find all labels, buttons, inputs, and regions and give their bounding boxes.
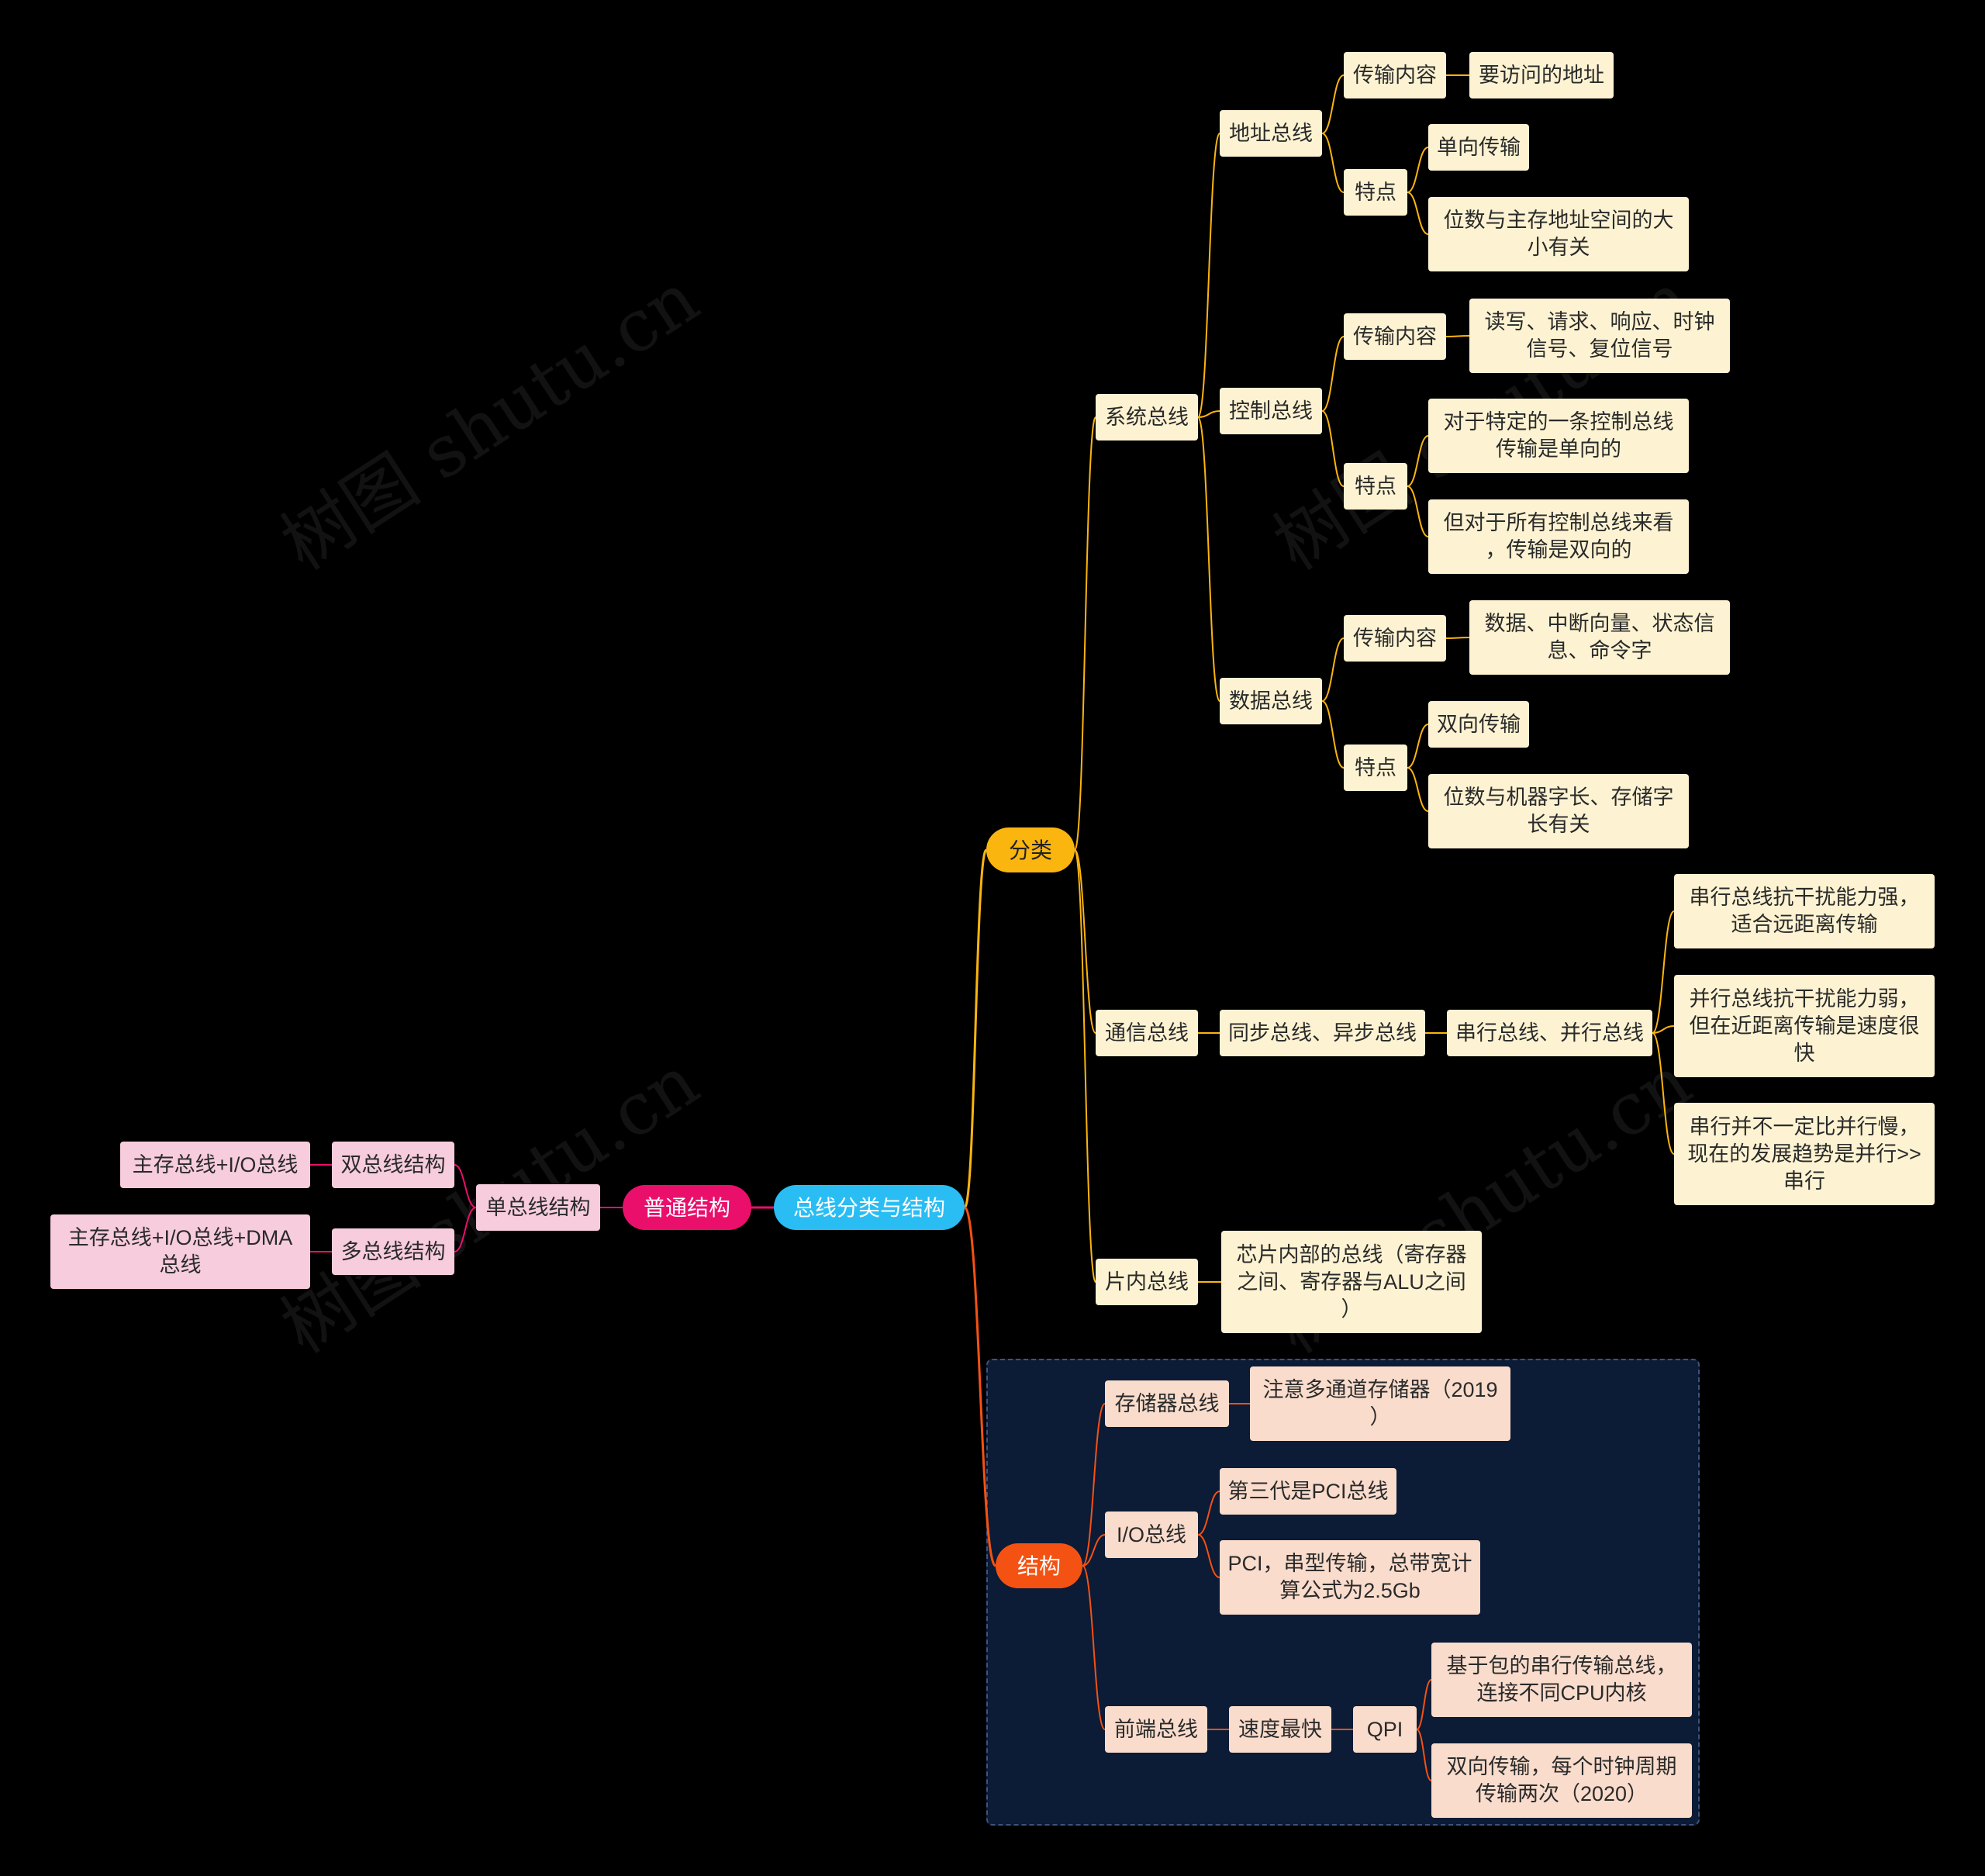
connector-line	[963, 1206, 997, 1567]
data-content-label[interactable]: 传输内容	[1344, 615, 1446, 662]
control-bus-node[interactable]: 控制总线	[1220, 388, 1322, 434]
comm-bus-node[interactable]: 通信总线	[1096, 1010, 1198, 1056]
qpi-node[interactable]: QPI	[1353, 1706, 1417, 1753]
serial-parallel-node[interactable]: 串行总线、并行总线	[1447, 1010, 1652, 1056]
fsb-speed-node[interactable]: 速度最快	[1229, 1706, 1331, 1753]
connector-line	[1407, 724, 1429, 769]
connector-line	[1197, 1534, 1220, 1578]
connector-line	[1197, 416, 1220, 702]
connector-line	[1407, 435, 1429, 487]
comm-note[interactable]: 串行总线抗干扰能力强， 适合远距离传输	[1674, 874, 1935, 948]
comm-note[interactable]: 串行并不一定比并行慢， 现在的发展趋势是并行>> 串行	[1674, 1103, 1935, 1205]
qpi-note[interactable]: 双向传输，每个时钟周期 传输两次（2020）	[1431, 1743, 1692, 1818]
connector-line	[1197, 133, 1220, 418]
control-feature-item[interactable]: 但对于所有控制总线来看 ，传输是双向的	[1428, 499, 1689, 574]
connector-line	[1321, 133, 1345, 193]
connector-line	[1321, 410, 1345, 487]
connector-line	[1407, 147, 1429, 193]
connector-line	[1082, 1565, 1106, 1730]
connector-line	[963, 848, 988, 1209]
fsb-node[interactable]: 前端总线	[1105, 1706, 1207, 1753]
connector-line	[1321, 700, 1345, 769]
connector-line	[1197, 410, 1220, 418]
data-feature-item[interactable]: 位数与机器字长、存储字 长有关	[1428, 774, 1689, 848]
io-bus-node[interactable]: I/O总线	[1105, 1512, 1198, 1558]
connector-line	[1082, 1534, 1106, 1567]
data-bus-node[interactable]: 数据总线	[1220, 678, 1322, 724]
control-feature-item[interactable]: 对于特定的一条控制总线 传输是单向的	[1428, 399, 1689, 473]
data-feature-label[interactable]: 特点	[1344, 745, 1407, 791]
connector-line	[1652, 1025, 1675, 1034]
classify-topic[interactable]: 分类	[986, 827, 1075, 872]
control-feature-label[interactable]: 特点	[1344, 463, 1407, 510]
connector-line	[1652, 1032, 1675, 1155]
connector-line	[1445, 637, 1470, 639]
connector-line	[1407, 767, 1429, 812]
system-bus-node[interactable]: 系统总线	[1096, 394, 1198, 440]
address-content-value[interactable]: 要访问的地址	[1469, 52, 1614, 98]
connector-line	[1407, 192, 1429, 235]
connector-line	[1416, 1729, 1432, 1781]
address-content-label[interactable]: 传输内容	[1344, 52, 1446, 98]
qpi-note[interactable]: 基于包的串行传输总线， 连接不同CPU内核	[1431, 1643, 1692, 1717]
connector-line	[454, 1164, 477, 1208]
connector-line	[454, 1207, 477, 1252]
dual-bus-note[interactable]: 主存总线+I/O总线	[120, 1142, 310, 1188]
connector-line	[1321, 637, 1345, 702]
connector-line	[1321, 336, 1345, 412]
root-topic[interactable]: 总线分类与结构	[774, 1185, 965, 1230]
connector-line	[1197, 1491, 1220, 1536]
control-content-label[interactable]: 传输内容	[1344, 313, 1446, 360]
connector-line	[1407, 485, 1429, 537]
address-feature-item[interactable]: 位数与主存地址空间的大 小有关	[1428, 197, 1689, 271]
connector-line	[1082, 1403, 1106, 1567]
connector-line	[1074, 849, 1096, 1034]
data-feature-item[interactable]: 双向传输	[1428, 701, 1529, 748]
connector-line	[1445, 335, 1470, 337]
connector-line	[1074, 416, 1096, 851]
memory-bus-note[interactable]: 注意多通道存储器（2019 ）	[1250, 1366, 1510, 1441]
onchip-note[interactable]: 芯片内部的总线（寄存器 之间、寄存器与ALU之间 ）	[1221, 1231, 1482, 1333]
dual-bus-node[interactable]: 双总线结构	[332, 1142, 454, 1188]
onchip-bus-node[interactable]: 片内总线	[1096, 1259, 1198, 1305]
io-bus-note[interactable]: 第三代是PCI总线	[1220, 1468, 1396, 1515]
connector-line	[1321, 74, 1345, 134]
multi-bus-note[interactable]: 主存总线+I/O总线+DMA 总线	[50, 1214, 310, 1289]
io-bus-note[interactable]: PCI，串型传输，总带宽计 算公式为2.5Gb	[1220, 1540, 1480, 1615]
connector-line	[1416, 1679, 1432, 1730]
control-content-value[interactable]: 读写、请求、响应、时钟 信号、复位信号	[1469, 299, 1730, 373]
comm-note[interactable]: 并行总线抗干扰能力弱， 但在近距离传输是速度很 快	[1674, 975, 1935, 1077]
memory-bus-node[interactable]: 存储器总线	[1105, 1380, 1229, 1427]
connector-line	[1074, 849, 1096, 1283]
sync-async-node[interactable]: 同步总线、异步总线	[1220, 1010, 1425, 1056]
structure-topic[interactable]: 结构	[996, 1543, 1082, 1588]
address-feature-item[interactable]: 单向传输	[1428, 124, 1529, 171]
connector-line	[1652, 910, 1675, 1034]
address-bus-node[interactable]: 地址总线	[1220, 110, 1322, 157]
multi-bus-node[interactable]: 多总线结构	[332, 1228, 454, 1275]
normal-structure-topic[interactable]: 普通结构	[623, 1185, 751, 1230]
single-bus-node[interactable]: 单总线结构	[476, 1184, 600, 1231]
address-feature-label[interactable]: 特点	[1344, 169, 1407, 216]
data-content-value[interactable]: 数据、中断向量、状态信 息、命令字	[1469, 600, 1730, 675]
